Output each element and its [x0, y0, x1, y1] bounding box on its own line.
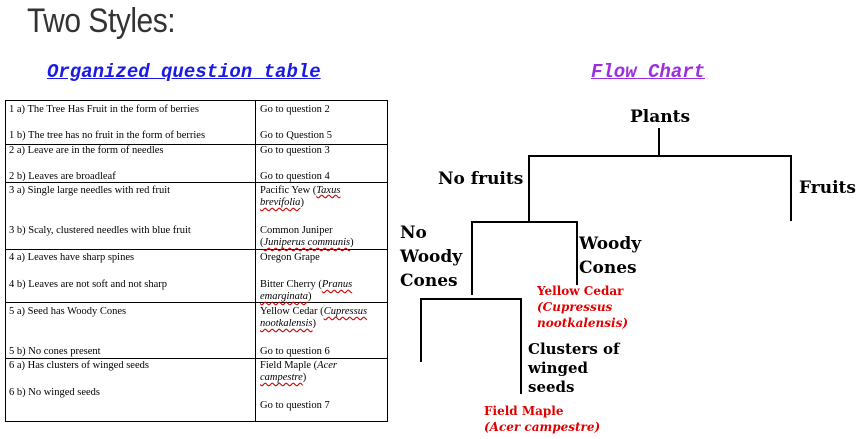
row-divider	[6, 182, 387, 183]
table-heading: Organized question table	[47, 61, 321, 83]
question-1b: 1 b) The tree has no fruit in the form o…	[9, 130, 206, 141]
node-no-fruits: No fruits	[438, 169, 524, 189]
answer-6b: Go to question 7	[260, 400, 330, 411]
answer-3b: Common Juniper (Juniperus communis)	[260, 225, 354, 248]
page-title: Two Styles:	[27, 2, 176, 40]
node-fruits: Fruits	[799, 178, 856, 198]
answer-2b: Go to question 4	[260, 171, 330, 182]
connector-line	[790, 155, 792, 221]
question-5b: 5 b) No cones present	[9, 346, 101, 357]
question-4a: 4 a) Leaves have sharp spines	[9, 252, 135, 263]
question-5a: 5 a) Seed has Woody Cones	[9, 306, 127, 317]
connector-line	[420, 298, 521, 300]
question-3a: 3 a) Single large needles with red fruit	[9, 185, 171, 196]
question-3b: 3 b) Scaly, clustered needles with blue …	[9, 225, 191, 236]
answer-1a: Go to question 2	[260, 104, 330, 115]
answer-4b: Bitter Cherry (Pranus emarginata)	[260, 279, 353, 302]
column-divider	[255, 101, 256, 421]
connector-line	[528, 155, 792, 157]
result-field-maple: Field Maple (Acer campestre)	[484, 404, 601, 434]
connector-line	[420, 298, 422, 362]
row-divider	[6, 249, 387, 250]
question-4b: 4 b) Leaves are not soft and not sharp	[9, 279, 168, 290]
connector-line	[658, 128, 660, 156]
question-2b: 2 b) Leaves are broadleaf	[9, 171, 116, 182]
question-2a: 2 a) Leave are in the form of needles	[9, 145, 164, 156]
node-plants: Plants	[630, 107, 691, 127]
row-divider	[6, 302, 387, 303]
flow-chart-heading: Flow Chart	[591, 61, 706, 83]
answer-6a: Field Maple (Acer campestre)	[260, 360, 337, 383]
connector-line	[528, 155, 530, 221]
question-6a: 6 a) Has clusters of winged seeds	[9, 360, 149, 371]
connector-line	[576, 221, 578, 285]
question-6b: 6 b) No winged seeds	[9, 387, 100, 398]
question-table: 1 a) The Tree Has Fruit in the form of b…	[5, 100, 388, 422]
answer-3a: Pacific Yew (Taxus brevifolia)	[260, 185, 341, 208]
connector-line	[471, 221, 578, 223]
answer-5b: Go to question 6	[260, 346, 330, 357]
answer-4a: Oregon Grape	[260, 252, 320, 263]
answer-1b: Go to Question 5	[260, 130, 333, 141]
question-1a: 1 a) The Tree Has Fruit in the form of b…	[9, 104, 199, 115]
row-divider	[6, 144, 387, 145]
answer-5a: Yellow Cedar (Cupressus nootkalensis)	[260, 306, 368, 329]
answer-2a: Go to question 3	[260, 145, 330, 156]
row-divider	[6, 358, 387, 359]
connector-line	[471, 221, 473, 295]
connector-line	[520, 298, 522, 394]
result-yellow-cedar: Yellow Cedar (Cupressus nootkalensis)	[537, 284, 629, 330]
